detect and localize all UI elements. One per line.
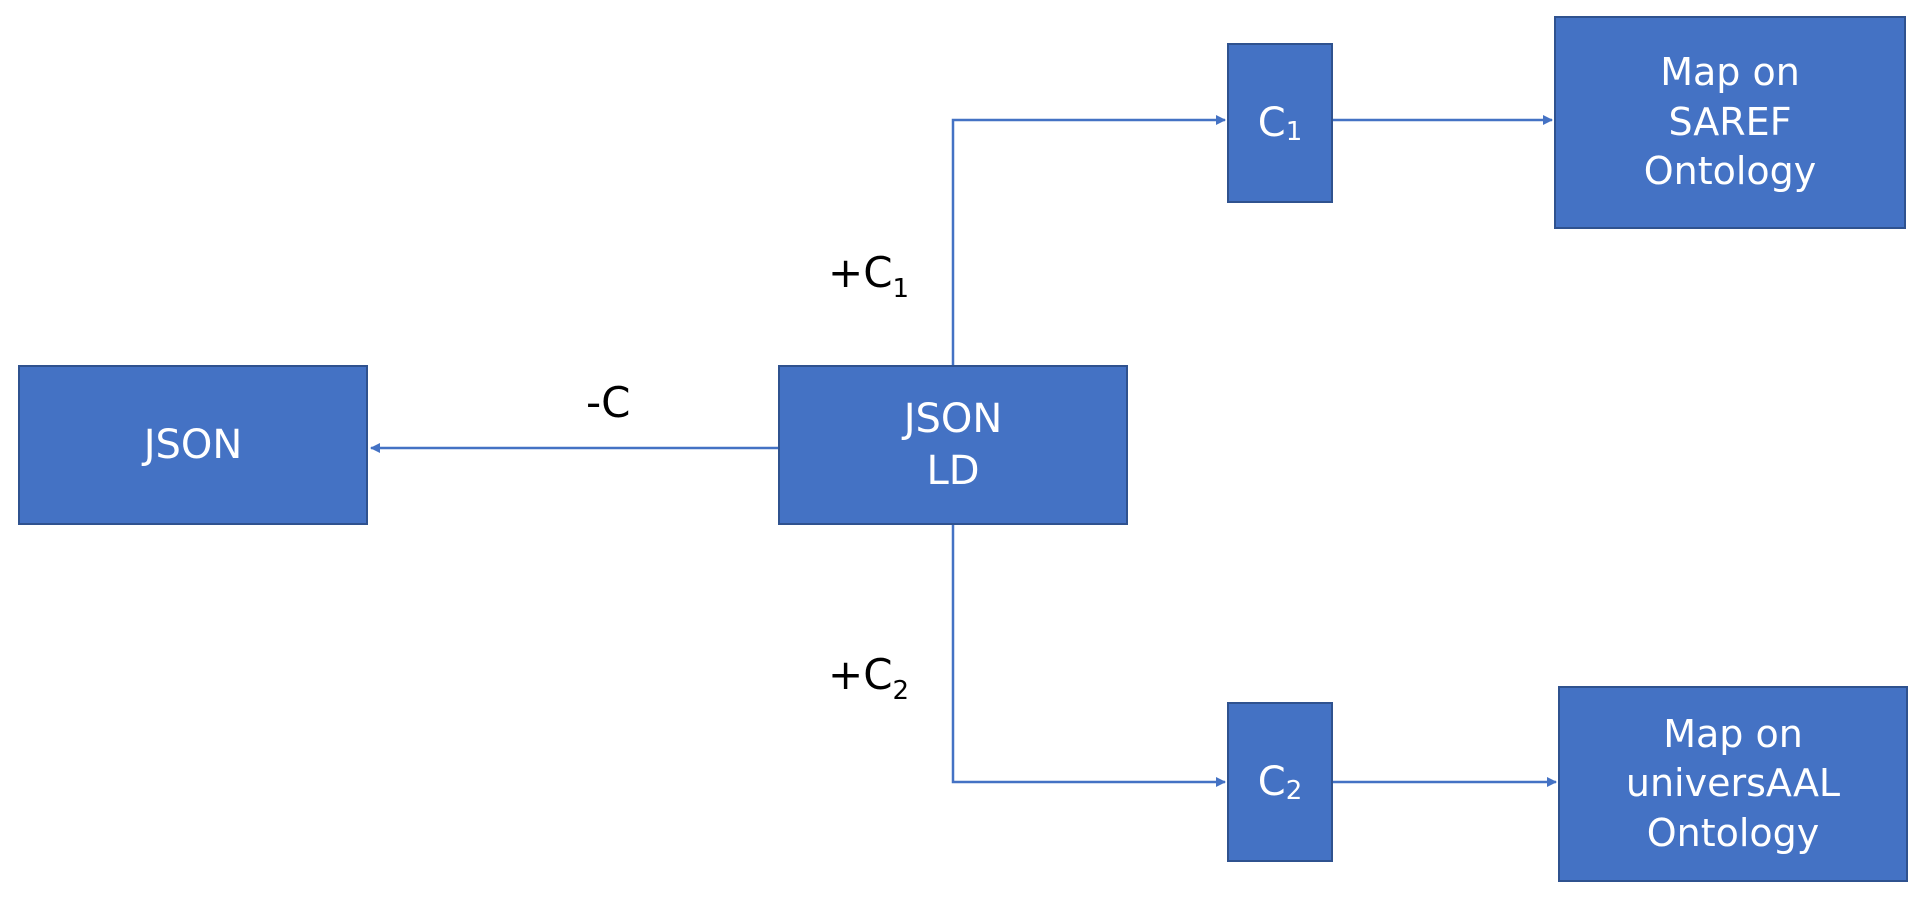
node-saref-map: Map on SAREF Ontology bbox=[1554, 16, 1906, 229]
node-universaal-line-3: Ontology bbox=[1646, 810, 1820, 855]
node-c1-subscript: 1 bbox=[1285, 117, 1303, 148]
node-saref-line-2: SAREF bbox=[1668, 99, 1792, 144]
node-json-label: JSON bbox=[143, 422, 243, 468]
node-universaal-line-2: universAAL bbox=[1625, 761, 1841, 806]
edge-label-plus-c1: +C1 bbox=[828, 248, 909, 304]
node-json-ld-line-1: JSON bbox=[903, 396, 1003, 442]
node-saref-line-3: Ontology bbox=[1643, 149, 1817, 194]
node-c2-base: C bbox=[1257, 759, 1286, 805]
edge-label-minus-c: -C bbox=[586, 378, 631, 427]
node-universaal-map: Map on universAAL Ontology bbox=[1558, 686, 1908, 882]
edge-label-plus-c2-prefix: +C bbox=[828, 650, 893, 699]
edge-label-plus-c2-subscript: 2 bbox=[892, 676, 910, 706]
edge-label-plus-c1-prefix: +C bbox=[828, 248, 893, 297]
node-universaal-line-1: Map on bbox=[1663, 711, 1803, 756]
edge-label-plus-c1-subscript: 1 bbox=[892, 274, 910, 304]
edge-jsonld-to-c1 bbox=[951, 115, 1226, 365]
node-json-ld: JSON LD bbox=[778, 365, 1128, 525]
edge-jsonld-to-c2 bbox=[951, 525, 1226, 787]
node-saref-line-1: Map on bbox=[1660, 50, 1800, 95]
node-json-ld-line-2: LD bbox=[926, 448, 980, 494]
node-c2-subscript: 2 bbox=[1285, 776, 1303, 807]
node-json: JSON bbox=[18, 365, 368, 525]
node-c1-base: C bbox=[1257, 100, 1286, 146]
edge-label-plus-c2: +C2 bbox=[828, 650, 909, 706]
